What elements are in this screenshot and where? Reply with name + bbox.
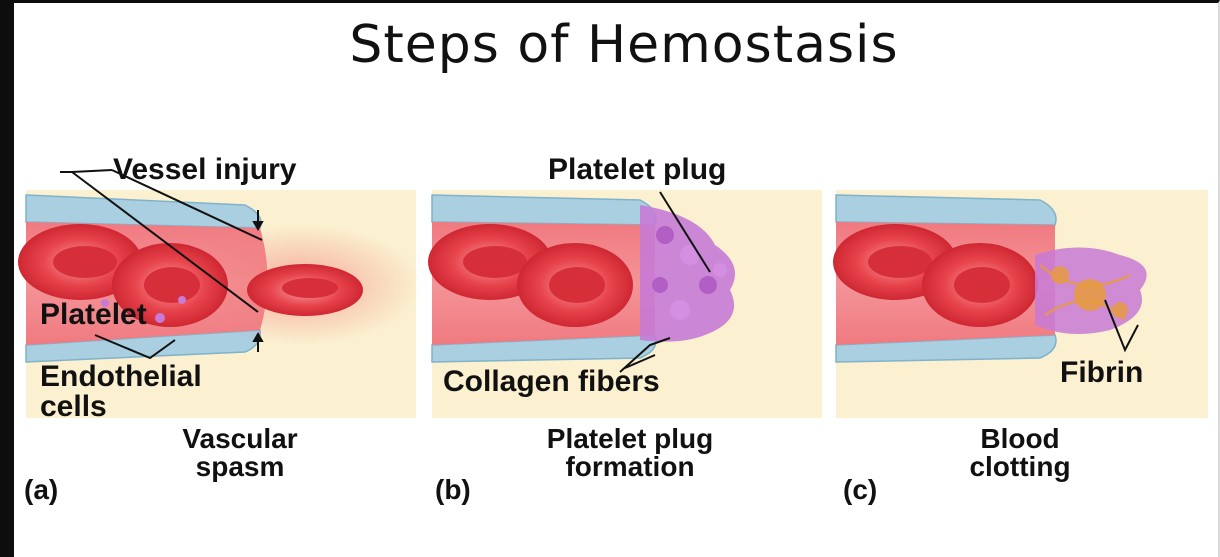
label-collagen-fibers: Collagen fibers	[443, 365, 660, 399]
caption-a-line1: Vascular	[100, 425, 380, 453]
panel-letter-b: (b)	[435, 474, 471, 506]
label-platelet: Platelet	[40, 298, 147, 332]
panel-letter-a: (a)	[24, 474, 58, 506]
label-platelet-plug: Platelet plug	[548, 153, 726, 187]
panel-c-clot	[1035, 248, 1147, 335]
caption-b-line1: Platelet plug	[480, 425, 780, 453]
panel-b-platelet-plug	[640, 205, 735, 342]
panel-letter-c: (c)	[843, 474, 877, 506]
label-fibrin: Fibrin	[1060, 356, 1143, 390]
label-vessel-injury: Vessel injury	[113, 153, 296, 187]
caption-c-line2: clotting	[900, 453, 1140, 481]
label-endothelial-cells: cells	[40, 390, 107, 424]
caption-a-line2: spasm	[100, 453, 380, 481]
label-endothelial: Endothelial	[40, 360, 202, 394]
caption-b-line2: formation	[480, 453, 780, 481]
caption-c-line1: Blood	[900, 425, 1140, 453]
